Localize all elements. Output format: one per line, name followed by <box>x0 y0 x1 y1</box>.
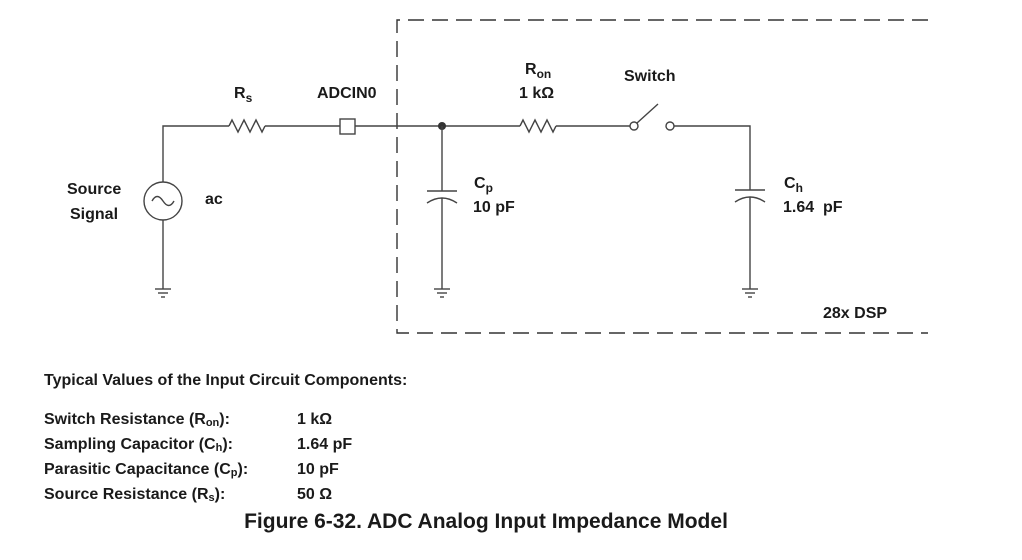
value-cell: 10 pF <box>297 461 339 478</box>
adcin0-label: ADCIN0 <box>317 85 377 102</box>
value-row: Source Resistance (Rs): 50 Ω <box>44 484 407 509</box>
figure-caption: Figure 6-32. ADC Analog Input Impedance … <box>244 510 728 533</box>
component-values-table: Typical Values of the Input Circuit Comp… <box>44 370 407 509</box>
value-row: Switch Resistance (Ron): 1 kΩ <box>44 409 407 434</box>
switch-label: Switch <box>624 68 676 85</box>
ron-value: 1 kΩ <box>519 85 554 102</box>
ron-label: Ron <box>525 61 551 81</box>
switch-blade <box>636 103 659 124</box>
cp-label: Cp <box>474 175 493 195</box>
value-cell: 1.64 pF <box>297 436 353 453</box>
rs-resistor <box>228 118 266 134</box>
dsp-label: 28x DSP <box>823 305 887 322</box>
ron-resistor <box>519 118 557 134</box>
source-label-line2: Signal <box>70 206 118 223</box>
value-cell: 50 Ω <box>297 486 333 503</box>
value-cell: 1 kΩ <box>297 411 333 428</box>
dsp-boundary <box>396 19 928 334</box>
switch-contact-left <box>629 121 639 131</box>
ch-ground-icon <box>742 288 758 298</box>
switch-contact-right <box>665 121 675 131</box>
ch-value: 1.64 pF <box>783 199 843 216</box>
value-row: Parasitic Capacitance (Cp): 10 pF <box>44 459 407 484</box>
wire-switch-ch <box>674 125 751 190</box>
cp-value: 10 pF <box>473 199 515 216</box>
source-label-line1: Source <box>67 181 121 198</box>
ac-sine-wave <box>151 195 175 207</box>
source-ground-icon <box>155 288 171 298</box>
rs-label: Rs <box>234 85 253 105</box>
source-top-wire <box>162 125 229 183</box>
adcin0-pin <box>339 118 356 135</box>
cp-ground-icon <box>434 288 450 298</box>
ac-label: ac <box>205 191 223 208</box>
value-row: Sampling Capacitor (Ch): 1.64 pF <box>44 434 407 459</box>
values-heading: Typical Values of the Input Circuit Comp… <box>44 372 408 389</box>
ch-label: Ch <box>784 175 803 195</box>
